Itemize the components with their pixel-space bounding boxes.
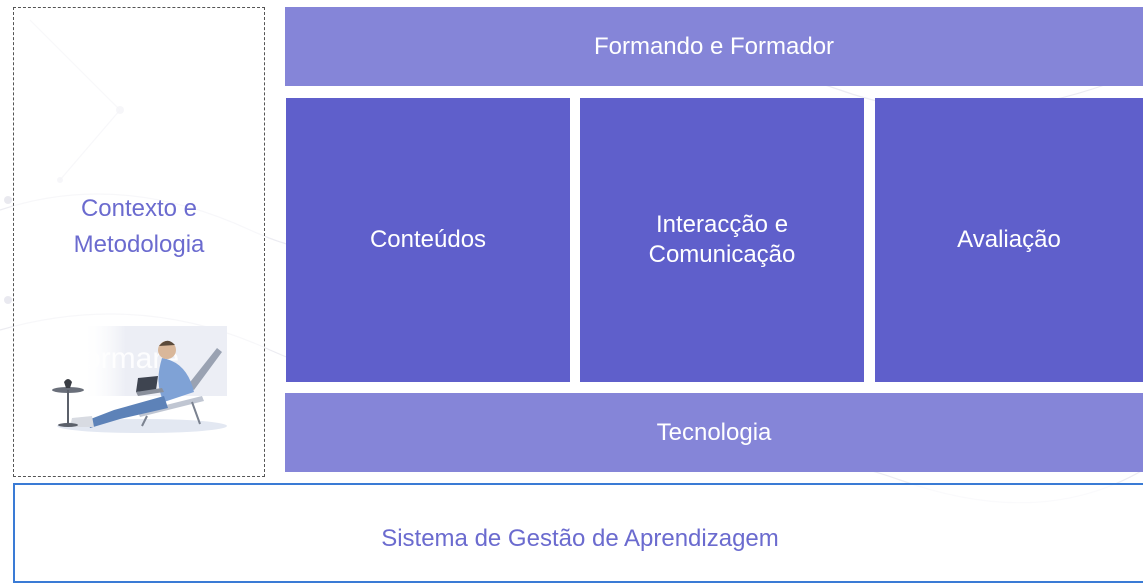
pillar-interaction-communication-label: Interacção e Comunicação [648, 211, 796, 268]
learner-trainer-label: Formando e Formador [593, 32, 835, 60]
technology-bar: Tecnologia [285, 393, 1143, 472]
pillar-interaction-communication: Interacção e Comunicação [580, 98, 864, 382]
context-methodology-label: Contexto e Metodologia [73, 195, 205, 258]
pillar-assessment: Avaliação [875, 98, 1143, 382]
pillar-contents-label: Conteúdos [369, 226, 487, 253]
pillar-contents: Conteúdos [286, 98, 570, 382]
learning-management-system-panel: Sistema de Gestão de Aprendizagem [13, 483, 1143, 583]
context-methodology-panel: Contexto e Metodologia ormare [13, 7, 265, 477]
technology-label: Tecnologia [656, 418, 772, 446]
learner-trainer-bar: Formando e Formador [285, 7, 1143, 86]
learning-management-system-label: Sistema de Gestão de Aprendizagem [381, 525, 779, 552]
pillar-assessment-label: Avaliação [957, 226, 1061, 253]
person-with-laptop-icon: ormare [52, 326, 227, 433]
